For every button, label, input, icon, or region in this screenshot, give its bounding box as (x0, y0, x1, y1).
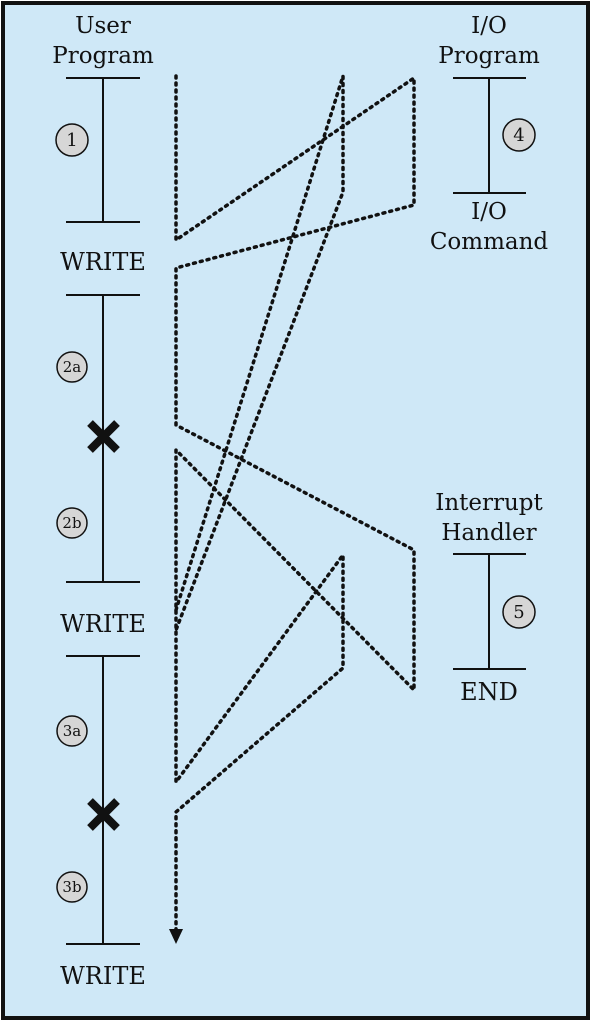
write-label-3: WRITE (60, 962, 146, 990)
svg-text:2a: 2a (63, 358, 82, 376)
flow-to-io-program-2 (174, 74, 345, 632)
x-mark-icon (87, 798, 120, 831)
step-2b-badge: 2b (56, 507, 88, 539)
handler-end-label: END (460, 678, 518, 706)
step-3a-badge: 3a (56, 715, 88, 747)
user-program-title-line1: User (75, 13, 131, 39)
interrupt-handler-title-line1: Interrupt (435, 490, 543, 516)
x-mark-icon (87, 420, 120, 453)
write-label-1: WRITE (60, 248, 146, 276)
step-5-badge: 5 (502, 595, 536, 629)
flow-to-io-program-1 (174, 74, 416, 937)
step-1-badge: 1 (55, 123, 89, 157)
step-3b-badge: 3b (56, 871, 88, 903)
io-program-title-line2: Program (438, 43, 540, 69)
svg-text:2b: 2b (62, 514, 81, 532)
step-4-badge: 4 (502, 118, 536, 152)
io-command-line1: I/O (471, 199, 507, 225)
interrupt-handler-title-line2: Handler (441, 520, 536, 546)
svg-text:3b: 3b (62, 878, 81, 896)
io-command-line2: Command (430, 229, 549, 255)
svg-text:5: 5 (513, 602, 524, 623)
svg-text:4: 4 (513, 125, 524, 146)
io-program-title-line1: I/O (471, 13, 507, 39)
write-label-2: WRITE (60, 610, 146, 638)
svg-text:1: 1 (66, 130, 77, 151)
control-flow-paths (174, 74, 416, 937)
user-program-column: User Program 1 WRITE 2a 2b WRITE (52, 13, 154, 990)
user-program-title-line2: Program (52, 43, 154, 69)
arrowhead-down-icon (169, 929, 183, 944)
interrupt-handler-column: Interrupt Handler 5 END (435, 490, 543, 706)
step-2a-badge: 2a (56, 351, 88, 383)
io-program-column: I/O Program 4 I/O Command (430, 13, 549, 255)
svg-text:3a: 3a (63, 722, 82, 740)
